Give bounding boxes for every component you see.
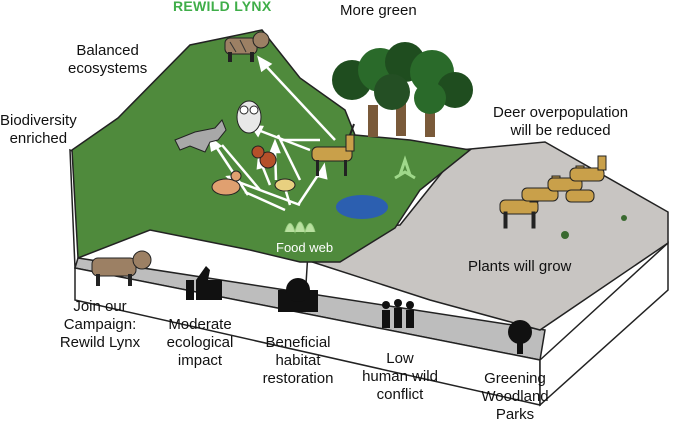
owl-icon <box>236 100 262 134</box>
habitat-icon <box>278 278 318 312</box>
food-web-plant-icon <box>284 221 316 234</box>
water-pond <box>336 195 388 219</box>
label-balanced-ecosystems: Balanced ecosystems <box>68 42 148 77</box>
benefit-habitat-restoration: Beneficial habitat restoration <box>262 334 334 387</box>
squirrel-icon <box>251 145 277 169</box>
benefit-join-campaign: Join our Campaign: Rewild Lynx <box>59 298 141 351</box>
wolf-icon <box>174 119 227 153</box>
label-food-web: Food web <box>276 240 334 255</box>
label-biodiversity: Biodiversity enriched <box>0 112 77 147</box>
deer-forest-icon <box>311 123 355 176</box>
plant-icon <box>394 155 416 180</box>
benefit-greening-parks: Greening Woodland Parks <box>481 370 549 423</box>
benefit-moderate-impact: Moderate ecological impact <box>166 316 234 369</box>
sprout-icon <box>561 215 627 239</box>
block-right-face <box>539 241 669 407</box>
thumbs-up-icon <box>186 266 222 300</box>
trees-icon <box>332 42 473 137</box>
bird-icon <box>274 178 296 192</box>
tree-icon <box>508 320 532 354</box>
lynx-icon <box>91 250 152 286</box>
people-icon <box>382 299 414 328</box>
deer-herd-icon <box>499 155 607 229</box>
title: REWILD LYNX <box>173 0 272 14</box>
label-more-green: More green <box>340 2 417 19</box>
benefit-low-conflict: Low human wild conflict <box>362 350 438 403</box>
label-plants-grow: Plants will grow <box>468 258 572 275</box>
label-deer-overpopulation: Deer overpopulation will be reduced <box>493 104 629 139</box>
lynx-top-icon <box>224 31 270 62</box>
duck-icon <box>211 170 242 196</box>
